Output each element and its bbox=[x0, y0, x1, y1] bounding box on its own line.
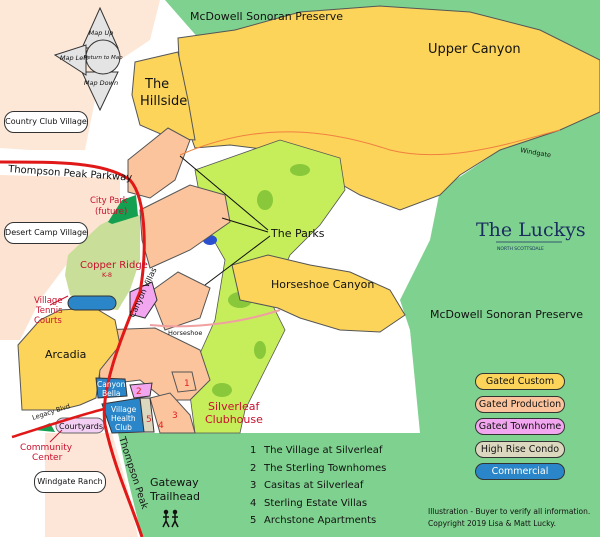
upper-canyon bbox=[177, 5, 600, 211]
number-1-label: 1 bbox=[184, 379, 190, 389]
map-navigation-control[interactable]: Map Up Map Left Map Down Return to Map bbox=[53, 6, 123, 112]
copper-ridge-label: Copper Ridge bbox=[80, 260, 148, 271]
tennis-label-2: Tennis bbox=[35, 306, 63, 316]
gateway-label: Gateway bbox=[150, 476, 199, 489]
health-club-label-1: Village bbox=[111, 405, 137, 414]
parcel-numbers: 1 2 3 4 5 bbox=[136, 379, 190, 431]
horseshoe-canyon bbox=[231, 254, 406, 333]
west-neighborhoods-mid bbox=[0, 175, 120, 340]
disclaimer: Illustration - Buyer to verify all infor… bbox=[428, 506, 590, 530]
legend-high-rise-condo: High Rise Condo bbox=[475, 441, 565, 458]
map-left-label[interactable]: Map Left bbox=[60, 54, 89, 62]
legend-gated-custom: Gated Custom bbox=[475, 373, 565, 390]
canyon-bella-label-2: Bella bbox=[102, 389, 121, 398]
sterling-townhomes-parcel bbox=[129, 382, 153, 399]
desert-camp-village-label[interactable]: Desert Camp Village bbox=[4, 222, 88, 244]
preserve-top-label: McDowell Sonoran Preserve bbox=[190, 10, 343, 23]
tennis-label-3: Courts bbox=[34, 316, 62, 326]
legend-gated-production: Gated Production bbox=[475, 396, 565, 413]
hillside-label: Hillside bbox=[140, 94, 187, 109]
arcadia-label: Arcadia bbox=[45, 348, 86, 361]
thompson-peak-parkway-road bbox=[0, 160, 146, 537]
the-parks-label: The Parks bbox=[270, 227, 325, 240]
tennis-courts bbox=[67, 295, 117, 311]
copyright-line: Copyright 2019 Lisa & Matt Lucky. bbox=[428, 519, 556, 528]
luckys-logo: The Luckys NORTH SCOTTSDALE bbox=[476, 219, 586, 252]
parks-arrows bbox=[49, 155, 271, 443]
number-2-label: 2 bbox=[136, 387, 142, 397]
windgate-road bbox=[179, 129, 561, 156]
canyon-bella-parcel bbox=[95, 377, 128, 399]
number-4-label: 4 bbox=[158, 421, 164, 431]
legacy-blvd-road bbox=[11, 407, 105, 439]
canyon-villas bbox=[129, 281, 158, 319]
map-down-label[interactable]: Map Down bbox=[84, 79, 118, 87]
horseshoe-canyon-label: Horseshoe Canyon bbox=[271, 278, 374, 291]
canyon-bella-label-1: Canyon bbox=[97, 380, 126, 389]
city-park-future-label: (future) bbox=[95, 207, 127, 217]
courtyards-label: Courtyards bbox=[59, 422, 103, 431]
community-center-label-2: Center bbox=[32, 453, 63, 463]
clubhouse-label: Clubhouse bbox=[205, 413, 263, 426]
disclaimer-line: Illustration - Buyer to verify all infor… bbox=[428, 507, 591, 516]
copper-ridge-k8-label: K-8 bbox=[102, 271, 112, 279]
upper-canyon-label: Upper Canyon bbox=[428, 42, 521, 57]
legend-commercial: Commercial bbox=[475, 463, 565, 480]
silverleaf-label: Silverleaf bbox=[208, 400, 260, 413]
archstone-parcel bbox=[139, 397, 155, 433]
legend-gated-townhome: Gated Townhome bbox=[475, 418, 565, 435]
number-3-label: 3 bbox=[172, 411, 178, 421]
the-label: The bbox=[144, 77, 169, 92]
community-center-label-1: Community bbox=[20, 443, 73, 453]
number-5-label: 5 bbox=[146, 415, 152, 425]
health-club-label-3: Club bbox=[115, 423, 132, 432]
tennis-label-1: Village bbox=[34, 296, 63, 306]
trailhead-label: Trailhead bbox=[149, 490, 200, 503]
city-park bbox=[108, 195, 138, 224]
horseshoe-road bbox=[149, 309, 281, 328]
country-club-village-label[interactable]: Country Club Village bbox=[4, 111, 88, 133]
logo-subtitle: NORTH SCOTTSDALE bbox=[497, 246, 544, 252]
copper-ridge bbox=[65, 215, 140, 310]
arcadia bbox=[17, 307, 121, 411]
map-up-label[interactable]: Map Up bbox=[89, 29, 114, 37]
logo-title: The Luckys bbox=[476, 219, 586, 241]
city-park-label: City Park bbox=[90, 196, 128, 206]
health-club-label-2: Health bbox=[111, 414, 136, 423]
return-to-map-button[interactable] bbox=[85, 39, 121, 75]
hikers-icon bbox=[162, 509, 179, 528]
horseshoe-label: Horseshoe bbox=[168, 329, 202, 337]
return-to-map-label[interactable]: Return to Map bbox=[83, 55, 123, 61]
gated-production-parcels bbox=[97, 127, 231, 434]
windgate-ranch-label[interactable]: Windgate Ranch bbox=[34, 471, 106, 493]
golf-fairways bbox=[212, 164, 310, 397]
preserve-right-label: McDowell Sonoran Preserve bbox=[430, 308, 583, 321]
